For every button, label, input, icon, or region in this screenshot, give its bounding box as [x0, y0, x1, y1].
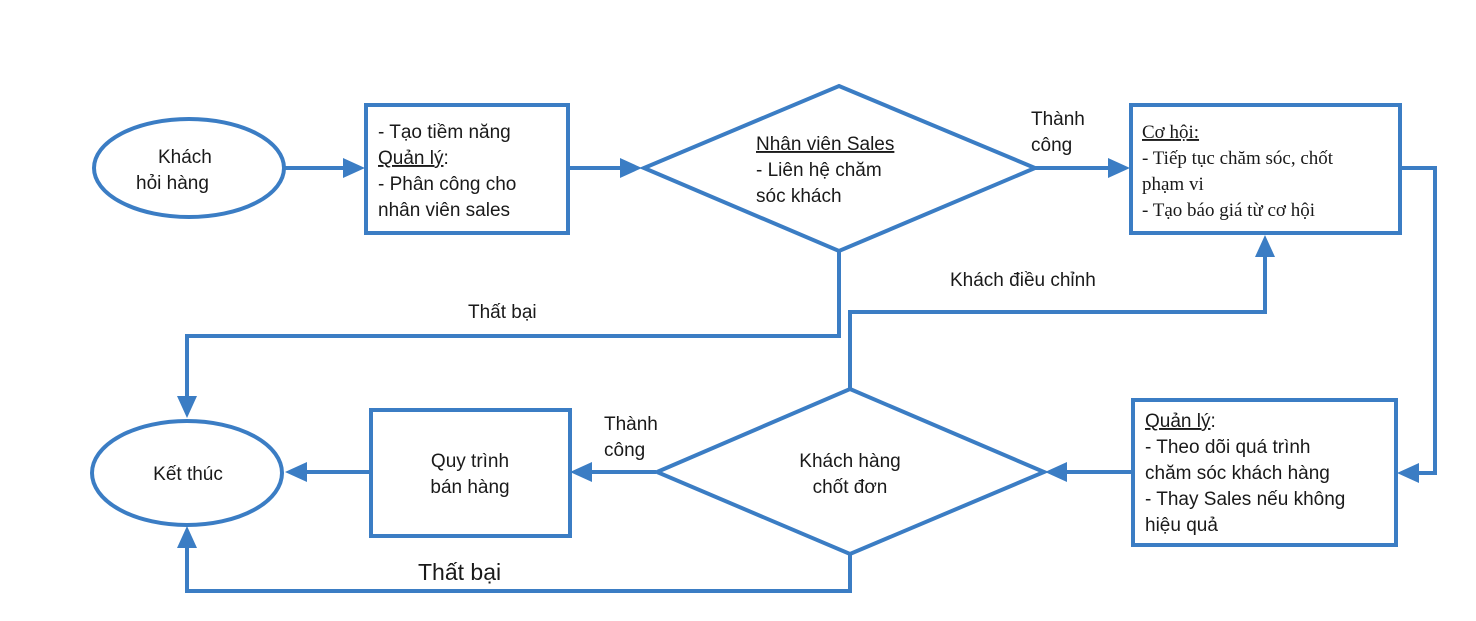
lead-manager-colon: : [443, 148, 448, 169]
lead-box [364, 103, 570, 235]
sales-decision-line3: sóc khách [756, 186, 842, 207]
arrowhead-start-to-lead [343, 158, 365, 178]
close-decision-line1: Khách hàng [799, 451, 900, 472]
arrowhead-sales-process-to-end [285, 462, 307, 482]
opportunity-box [1129, 103, 1402, 235]
sales-fail-label: Thất bại [468, 302, 537, 323]
end-ellipse [90, 419, 284, 527]
sales-process-line1: Quy trình [431, 451, 509, 472]
edge-sales-to-end [185, 252, 841, 398]
close-decision-line2: chốt đơn [813, 477, 888, 498]
opportunity-line2: - Tiếp tục chăm sóc, chốt [1142, 148, 1334, 169]
customer-adjust-label: Khách điều chỉnh [950, 270, 1096, 291]
close-fail-label: Thất bại [418, 559, 501, 585]
node-opportunity: Cơ hội: - Tiếp tục chăm sóc, chốt phạm v… [1129, 103, 1402, 235]
node-end: Kết thúc [90, 419, 284, 527]
opportunity-line3: phạm vi [1142, 174, 1204, 195]
sales-process-box [369, 408, 572, 538]
manager-line4: - Thay Sales nếu không [1145, 489, 1345, 510]
arrowhead-close-to-opportunity [1255, 235, 1275, 257]
lead-line3: - Phân công cho [378, 174, 516, 195]
lead-line4: nhân viên sales [378, 200, 510, 221]
sales-decision-title: Nhân viên Sales [756, 134, 894, 155]
sales-process-line2: bán hàng [430, 477, 509, 498]
edge-close-to-end [185, 546, 852, 593]
arrowhead-close-to-end [177, 526, 197, 548]
manager-title: Quản lý: [1145, 411, 1216, 432]
sales-success-label-line1: Thành [1031, 109, 1085, 130]
node-close-decision: Khách hàng chốt đơn [651, 386, 1050, 557]
lead-manager-label: Quản lý [378, 148, 444, 169]
start-ellipse [92, 117, 286, 219]
node-sales-process: Quy trình bán hàng [369, 408, 572, 538]
manager-box [1131, 398, 1398, 547]
arrowhead-close-to-sales-process [570, 462, 592, 482]
edge-opportunity-to-manager [1400, 166, 1437, 475]
close-success-label-line2: công [604, 440, 645, 461]
manager-line5: hiệu quả [1145, 515, 1218, 536]
edge-labels: Thành công Thất bại Khách điều chỉnh Thà… [418, 109, 1096, 585]
arrowhead-sales-to-opportunity [1108, 158, 1130, 178]
sales-decision-line2: - Liên hệ chăm [756, 160, 882, 181]
opportunity-line4: - Tạo báo giá từ cơ hội [1142, 200, 1315, 221]
lead-line1: - Tạo tiềm năng [378, 122, 511, 143]
close-decision-diamond [651, 386, 1050, 557]
start-text-line1: Khách [158, 147, 212, 168]
arrowhead-opportunity-to-manager [1397, 463, 1419, 483]
node-manager: Quản lý: - Theo dõi quá trình chăm sóc k… [1131, 398, 1398, 547]
sales-success-label-line2: công [1031, 135, 1072, 156]
lead-line2: Quản lý: [378, 148, 449, 169]
arrowhead-sales-to-end [177, 396, 197, 418]
edges [177, 158, 1437, 593]
node-lead: - Tạo tiềm năng Quản lý: - Phân công cho… [364, 103, 570, 235]
manager-title-label: Quản lý [1145, 411, 1211, 432]
start-text-line2: hỏi hàng [136, 173, 209, 194]
close-success-label-line1: Thành [604, 414, 658, 435]
arrowhead-lead-to-sales-decision [620, 158, 642, 178]
end-text: Kết thúc [153, 464, 223, 485]
manager-title-colon: : [1210, 411, 1215, 432]
manager-line3: chăm sóc khách hàng [1145, 463, 1330, 484]
node-sales-decision: Nhân viên Sales - Liên hệ chăm sóc khách [638, 83, 1041, 254]
node-start: Khách hỏi hàng [92, 117, 286, 219]
sales-decision-diamond [638, 83, 1041, 254]
manager-line2: - Theo dõi quá trình [1145, 437, 1310, 458]
edge-close-to-opportunity [848, 255, 1267, 388]
opportunity-title: Cơ hội: [1142, 122, 1199, 143]
arrowhead-manager-to-close [1045, 462, 1067, 482]
